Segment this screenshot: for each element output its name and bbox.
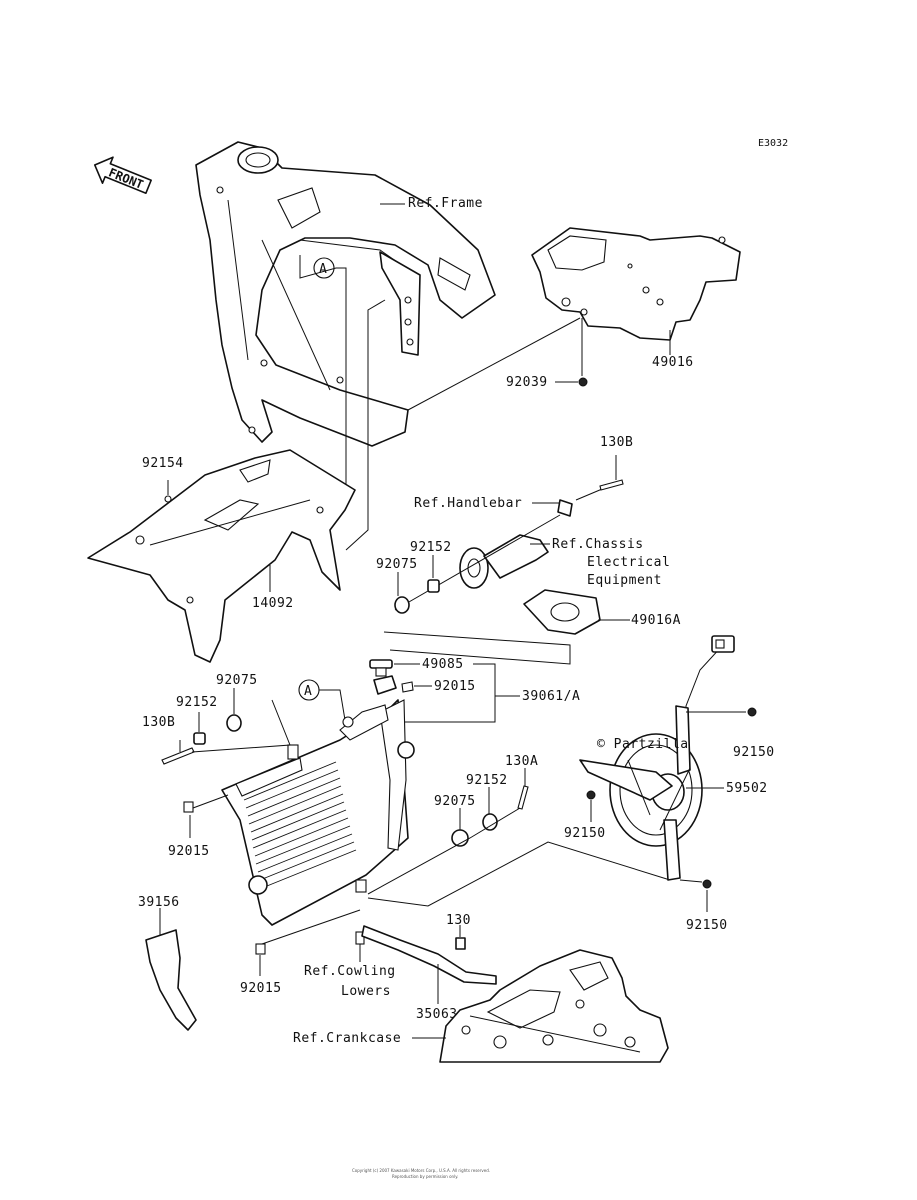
plate-49016-part: [531, 227, 741, 341]
ref-cowling-label-2: Lowers: [341, 984, 391, 999]
ref-crankcase-label: Ref.Crankcase: [293, 1031, 401, 1046]
part-92075-mid-label: 92075: [434, 794, 476, 809]
collar-92152-mid: [482, 813, 498, 831]
screw-92154: [164, 495, 172, 503]
ref-a-label-mid: A: [304, 684, 312, 699]
cap-49085: [369, 659, 393, 669]
part-92152-top-label: 92152: [410, 540, 452, 555]
ref-handlebar-label: Ref.Handlebar: [414, 496, 522, 511]
grommet-92075-top: [394, 596, 410, 614]
collar-92152-top: [427, 579, 440, 593]
part-92152-left-label: 92152: [176, 695, 218, 710]
cover-14092-part: [87, 449, 356, 663]
ref-chassis-label-1: Ref.Chassis: [552, 537, 644, 552]
part-92039-label: 92039: [506, 375, 548, 390]
part-59502-label: 59502: [726, 781, 768, 796]
part-92154-label: 92154: [142, 456, 184, 471]
guard-39156-part: [145, 929, 197, 1031]
part-92150-bottom-label: 92150: [686, 918, 728, 933]
bolt-92150-right: [747, 707, 757, 717]
ref-frame-label: Ref.Frame: [408, 196, 483, 211]
bolt-92150-bottom: [702, 879, 712, 889]
part-130a-label: 130A: [505, 754, 538, 769]
footer-copyright-line1: Copyright (c) 2007 Kawasaki Motors Corp.…: [352, 1168, 490, 1173]
frame-part: [195, 141, 496, 447]
horn-bracket-part: [459, 499, 573, 589]
bolt-130: [455, 937, 466, 950]
part-49085-label: 49085: [422, 657, 464, 672]
collar-92152-left: [193, 732, 206, 745]
part-39061a-label: 39061/A: [522, 689, 580, 704]
ref-a-label-top: A: [319, 262, 327, 277]
part-92150-mid-label: 92150: [564, 826, 606, 841]
radiator-part: [221, 699, 415, 926]
clip-92015-top: [401, 681, 414, 693]
part-49016-label: 49016: [652, 355, 694, 370]
part-49016a-label: 49016A: [631, 613, 681, 628]
part-130-label: 130: [446, 913, 471, 928]
ref-chassis-label-2: Electrical: [587, 555, 670, 570]
part-92015-top-label: 92015: [434, 679, 476, 694]
copyright-mark: © Partzilla: [597, 737, 689, 752]
part-39156-label: 39156: [138, 895, 180, 910]
part-130b-left-label: 130B: [142, 715, 175, 730]
part-92075-left-label: 92075: [216, 673, 258, 688]
hose-35063-part: [361, 925, 497, 985]
footer-copyright-line2: Reproduction by permission only.: [392, 1174, 458, 1179]
part-92150-right-label: 92150: [733, 745, 775, 760]
nut-92039: [578, 377, 588, 387]
part-92015-bottom-label: 92015: [240, 981, 282, 996]
neck-39061: [373, 675, 397, 695]
front-arrow-icon: FRONT: [93, 156, 152, 194]
part-14092-label: 14092: [252, 596, 294, 611]
grommet-92075-left: [226, 714, 242, 732]
diagram-code: E3032: [758, 138, 788, 149]
crankcase-part: [439, 949, 669, 1063]
ref-cowling-label-1: Ref.Cowling: [304, 964, 396, 979]
clip-92015-left: [183, 801, 194, 813]
part-130b-top-label: 130B: [600, 435, 633, 450]
bolt-92150-mid: [586, 790, 596, 800]
fan-59502-part: [579, 635, 735, 881]
part-92015-left-label: 92015: [168, 844, 210, 859]
clip-92015-bottom: [255, 943, 266, 955]
bolt-130b-left: [161, 747, 195, 765]
ref-chassis-label-3: Equipment: [587, 573, 662, 588]
part-35063-label: 35063: [416, 1007, 458, 1022]
bolt-130b-top: [599, 479, 624, 491]
bolt-130a: [517, 785, 529, 810]
part-92152-mid-label: 92152: [466, 773, 508, 788]
part-92075-top-label: 92075: [376, 557, 418, 572]
